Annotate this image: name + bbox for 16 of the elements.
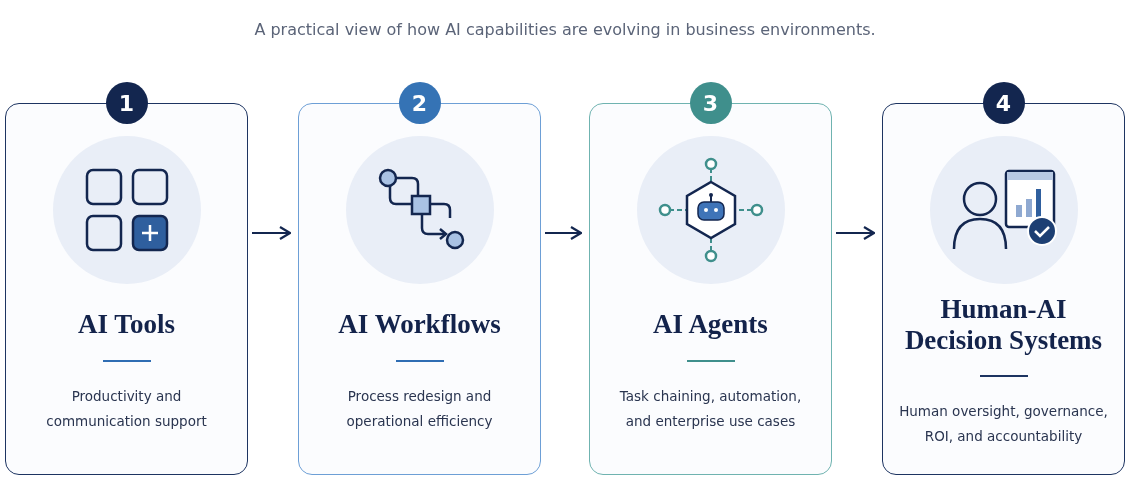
subtitle: A practical view of how AI capabilities are evolving in business environments. [253,20,877,39]
arrow [545,225,583,241]
step-number: 4 [982,82,1025,124]
stage-description: Task chaining, automation, and enterprise use cases [618,386,803,431]
step-number: 1 [105,82,148,124]
arrow [836,225,876,241]
step-number: 2 [398,82,441,124]
stage-title: AI Tools [78,309,175,340]
stage-title: AI Agents [653,309,768,340]
stage-description: Productivity and communication support [45,386,208,431]
stage-description: Process redesign and operational efficiency [345,386,494,431]
stage-title: AI Workflows [338,309,501,340]
step-number: 3 [689,82,732,124]
stage-description: Human oversight, governance, ROI, and accountability [898,401,1109,446]
arrow [252,225,292,241]
stage-title: Human-AI Decision Systems [903,294,1104,355]
